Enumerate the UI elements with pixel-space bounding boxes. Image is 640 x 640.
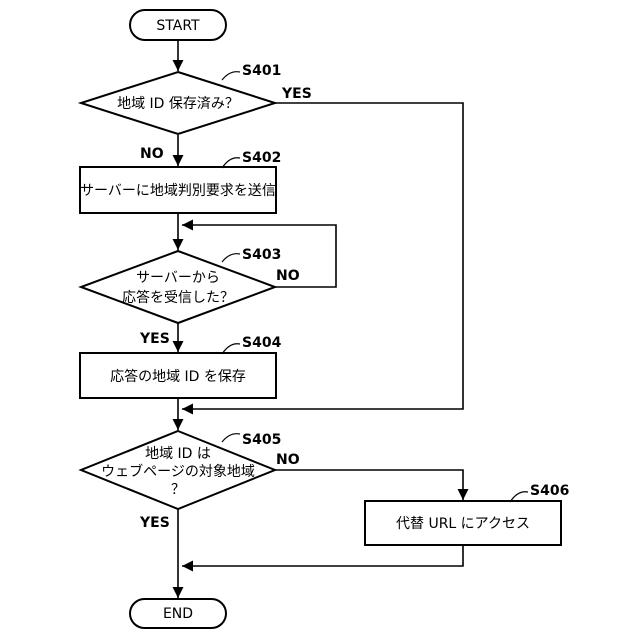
start-terminal: START [130,10,226,40]
edge-label-s405-yes: YES [139,515,170,531]
end-label: END [163,606,193,622]
step-label-s404: S404 [242,335,282,351]
end-terminal: END [130,599,226,628]
step-label-s401: S401 [242,63,281,79]
start-label: START [156,18,200,34]
edge-label-s401-no: NO [140,146,164,162]
decision-s403-text-line1: サーバーから [136,270,220,286]
decision-s403: サーバーから 応答を受信した？ S403 NO YES [81,247,300,347]
decision-s405-text-line3: ？ [171,482,185,498]
edge-label-s403-yes: YES [139,331,170,347]
process-s406: 代替 URL にアクセス S406 [365,483,569,545]
process-s404-text: 応答の地域 ID を保存 [110,368,246,385]
step-label-s403: S403 [242,247,281,263]
edge-label-s403-no: NO [276,268,300,284]
s403-leader [222,254,240,262]
step-label-s405: S405 [242,432,281,448]
process-s402-text: サーバーに地域判別要求を送信 [80,183,276,199]
step-label-s402: S402 [242,150,281,166]
s401-leader [222,72,240,80]
edge-s406-return [182,545,463,566]
decision-s405-text-line2: ウェブページの対象地域 [101,463,255,480]
process-s406-text: 代替 URL にアクセス [396,516,530,532]
edge-label-s401-yes: YES [281,86,312,102]
process-s402: サーバーに地域判別要求を送信 S402 [80,150,281,213]
decision-s401-text: 地域 ID 保存済み？ [117,96,239,112]
edge-s405-no-to-s406 [275,470,463,500]
step-label-s406: S406 [530,483,569,499]
s405-leader [222,434,240,442]
decision-s405: 地域 ID は ウェブページの対象地域 ？ S405 NO YES [81,431,300,531]
decision-s405-text-line1: 地域 ID は [145,446,211,462]
decision-s403-text-line2: 応答を受信した？ [122,289,234,306]
edge-label-s405-no: NO [276,452,300,468]
decision-s401: 地域 ID 保存済み？ S401 YES NO [81,63,312,162]
process-s404: 応答の地域 ID を保存 S404 [80,335,282,398]
